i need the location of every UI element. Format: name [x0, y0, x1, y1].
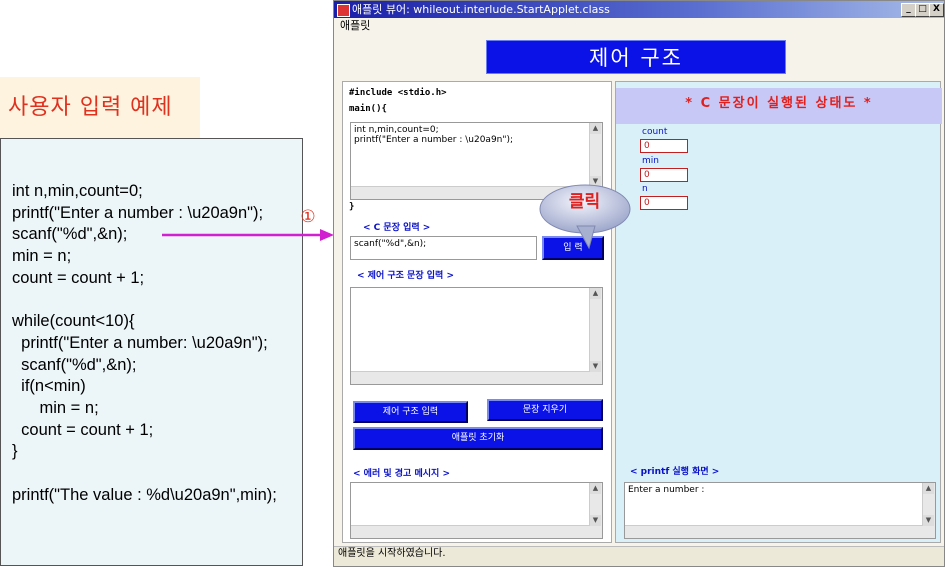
step-number: ① — [300, 207, 316, 227]
execution-state-panel: * C 문장이 실행된 상태도 * count 0 min 0 n 0 < pr… — [615, 81, 942, 543]
arrow-icon — [162, 229, 334, 241]
control-structure-textarea[interactable]: ▲ ▼ — [350, 287, 603, 385]
var-value-count: 0 — [640, 139, 688, 153]
scroll-down-icon[interactable]: ▼ — [590, 176, 601, 187]
scroll-up-icon[interactable]: ▲ — [590, 123, 601, 134]
execution-state-title: * C 문장이 실행된 상태도 * — [616, 88, 942, 124]
minimize-button[interactable]: _ — [901, 3, 916, 17]
var-label-count: count — [642, 127, 668, 137]
c-input-label: < C 문장 입력 > — [363, 223, 431, 233]
error-hscroll[interactable] — [351, 525, 590, 538]
menu-applet[interactable]: 애플릿 — [340, 19, 371, 32]
c-statement-input-value: scanf("%d",&n); — [354, 239, 427, 249]
scroll-down-icon[interactable]: ▼ — [923, 515, 934, 526]
scroll-up-icon[interactable]: ▲ — [590, 288, 601, 299]
printf-hscroll[interactable] — [625, 525, 923, 538]
printf-output-content: Enter a number : — [628, 485, 705, 495]
var-value-n: 0 — [640, 196, 688, 210]
code-textarea-content: int n,min,count=0; printf("Enter a numbe… — [354, 125, 514, 145]
control-structure-input-button[interactable]: 제어 구조 입력 — [353, 401, 468, 423]
printf-vscroll[interactable]: ▲ ▼ — [922, 483, 935, 538]
status-bar: 애플릿을 시작하였습니다. — [334, 546, 944, 566]
code-hscroll[interactable] — [351, 186, 590, 199]
applet-reset-button[interactable]: 애플릿 초기화 — [353, 427, 603, 450]
c-statement-input[interactable]: scanf("%d",&n); — [350, 236, 537, 260]
close-button[interactable]: X — [929, 3, 944, 17]
slide-title: 사용자 입력 예제 — [0, 77, 200, 139]
applet-viewer-window: 애플릿 뷰어: whileout.interlude.StartApplet.c… — [333, 0, 945, 567]
title-bar[interactable]: 애플릿 뷰어: whileout.interlude.StartApplet.c… — [334, 1, 944, 18]
closing-brace: } — [349, 202, 355, 212]
panel-title: 제어 구조 — [486, 40, 786, 74]
printf-output-label: < printf 실행 화면 > — [630, 467, 720, 477]
code-textarea[interactable]: int n,min,count=0; printf("Enter a numbe… — [350, 122, 603, 200]
code-editor-panel: #include <stdio.h> main(){ int n,min,cou… — [342, 81, 612, 543]
var-value-min: 0 — [640, 168, 688, 182]
menu-bar: 애플릿 — [334, 18, 944, 34]
main-line: main(){ — [349, 104, 387, 114]
applet-icon — [337, 4, 350, 17]
input-button[interactable]: 입 력 — [542, 236, 604, 260]
scroll-down-icon[interactable]: ▼ — [590, 515, 601, 526]
var-label-min: min — [642, 156, 659, 166]
scroll-down-icon[interactable]: ▼ — [590, 361, 601, 372]
printf-output-textarea[interactable]: Enter a number : ▲ ▼ — [624, 482, 936, 539]
control-hscroll[interactable] — [351, 371, 590, 384]
include-line: #include <stdio.h> — [349, 88, 447, 98]
control-structure-label: < 제어 구조 문장 입력 > — [357, 271, 454, 281]
error-message-textarea[interactable]: ▲ ▼ — [350, 482, 603, 539]
window-title: 애플릿 뷰어: whileout.interlude.StartApplet.c… — [352, 3, 610, 16]
scroll-up-icon[interactable]: ▲ — [590, 483, 601, 494]
callout-text: 클릭 — [568, 192, 601, 212]
scroll-up-icon[interactable]: ▲ — [923, 483, 934, 494]
code-example: int n,min,count=0; printf("Enter a numbe… — [12, 182, 277, 504]
clear-statement-button[interactable]: 문장 지우기 — [487, 399, 603, 421]
var-label-n: n — [642, 184, 648, 194]
maximize-button[interactable]: □ — [915, 3, 930, 17]
control-vscroll[interactable]: ▲ ▼ — [589, 288, 602, 384]
code-example-box: int n,min,count=0; printf("Enter a numbe… — [0, 138, 303, 566]
error-vscroll[interactable]: ▲ ▼ — [589, 483, 602, 538]
callout-bubble-icon — [539, 184, 631, 250]
error-message-label: < 에러 및 경고 메시지 > — [353, 469, 450, 479]
code-vscroll[interactable]: ▲ ▼ — [589, 123, 602, 199]
